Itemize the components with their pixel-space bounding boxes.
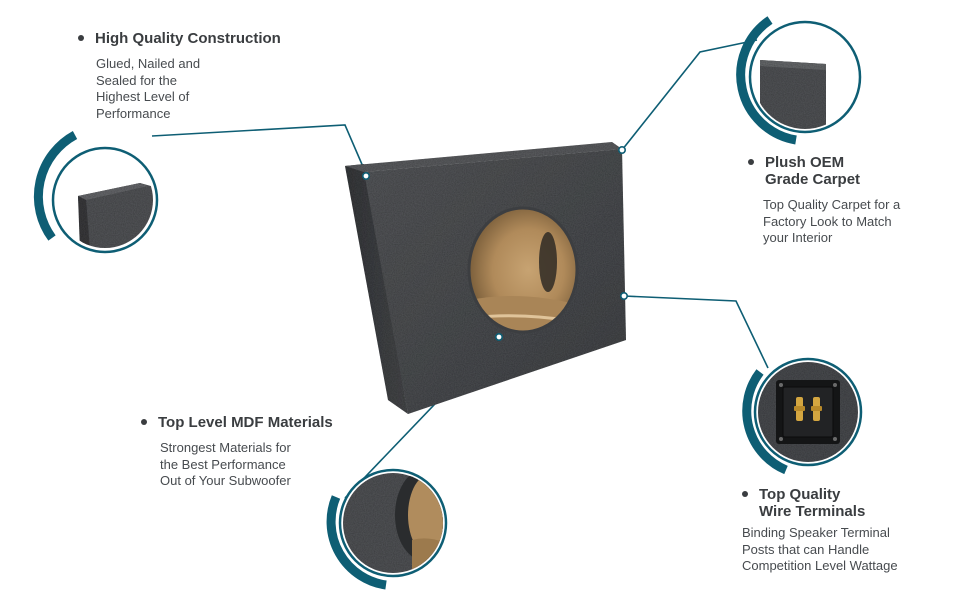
carpet-zoom-icon bbox=[736, 16, 862, 145]
box-corner-zoom-icon bbox=[33, 131, 159, 254]
terminal-zoom-icon bbox=[742, 357, 863, 475]
bullet-icon bbox=[141, 419, 147, 425]
feature-mdf: Top Level MDF Materials Strongest Materi… bbox=[141, 414, 333, 490]
connector-terminals bbox=[623, 295, 769, 369]
accent-arc bbox=[326, 495, 387, 590]
connector-dots bbox=[361, 146, 628, 341]
box-side-face bbox=[345, 164, 408, 414]
subwoofer-box bbox=[345, 142, 626, 414]
feature-description: Strongest Materials for the Best Perform… bbox=[160, 440, 291, 488]
mdf-zoom-icon bbox=[326, 468, 448, 590]
connector-dot-terminals bbox=[619, 291, 628, 300]
feature-carpet: Plush OEM Grade Carpet Top Quality Carpe… bbox=[748, 154, 900, 247]
accent-arc bbox=[33, 131, 78, 241]
connector-carpet bbox=[621, 39, 758, 151]
accent-arc bbox=[742, 369, 788, 475]
feature-description: Glued, Nailed and Sealed for the Highest… bbox=[96, 56, 201, 121]
connector-dot-carpet bbox=[617, 146, 626, 155]
feature-construction: High Quality Construction Glued, Nailed … bbox=[78, 30, 281, 122]
feature-title: Top Quality Wire Terminals bbox=[759, 486, 866, 520]
bullet-icon bbox=[78, 35, 84, 41]
feature-title: High Quality Construction bbox=[95, 30, 281, 47]
feature-terminals: Top Quality Wire Terminals Binding Speak… bbox=[742, 486, 898, 575]
bullet-icon bbox=[742, 491, 748, 497]
feature-title: Top Level MDF Materials bbox=[158, 414, 333, 431]
feature-title: Plush OEM Grade Carpet bbox=[765, 154, 861, 188]
box-top-face bbox=[345, 142, 622, 172]
accent-arc bbox=[736, 16, 797, 145]
feature-description: Top Quality Carpet for a Factory Look to… bbox=[763, 197, 901, 245]
connector-dot-construction bbox=[361, 172, 370, 181]
feature-description: Binding Speaker Terminal Posts that can … bbox=[742, 525, 898, 573]
connector-dot-mdf bbox=[494, 332, 503, 341]
bullet-icon bbox=[748, 159, 754, 165]
connector-construction bbox=[151, 124, 368, 177]
